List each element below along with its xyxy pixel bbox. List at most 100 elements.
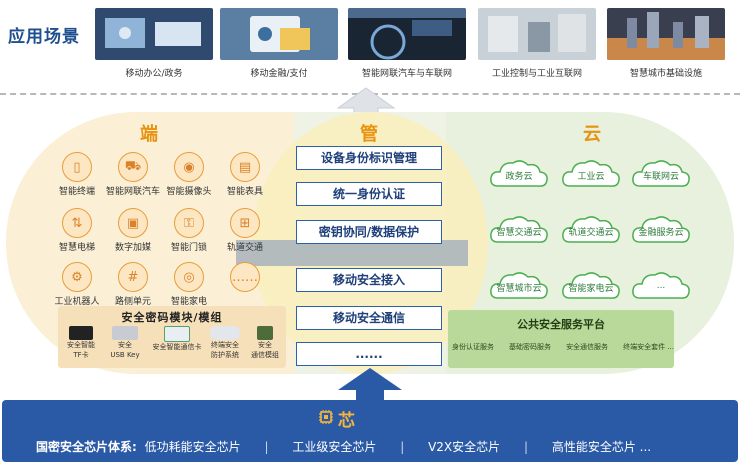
module-label: 通信模组 [251, 351, 279, 359]
platform-item: 身份认证服务 [452, 343, 494, 351]
cloud-more: ... [630, 268, 692, 304]
usb-key-icon [112, 326, 138, 340]
device-smart-lock: ⚿ 智能门锁 [160, 208, 218, 253]
cloud-label: 车联网云 [642, 172, 679, 182]
column-head-cloud: 云 [583, 124, 601, 145]
scenario-label: 智能网联汽车与车联网 [361, 69, 452, 79]
sim-card-icon [164, 326, 190, 342]
scenarios-title: 应用场景 [8, 27, 80, 47]
public-platform-box [448, 310, 674, 368]
platform-item: 基础密码服务 [509, 343, 552, 351]
device-smart-meter: ▤ 智能表具 [216, 152, 274, 197]
column-head-end: 端 [140, 124, 158, 145]
device-label: 智能摄像头 [166, 187, 212, 197]
divider: | [264, 440, 269, 454]
chip-type: V2X安全芯片 [428, 440, 501, 454]
public-platform-title: 公共安全服务平台 [517, 318, 605, 331]
device-label: 轨道交通 [226, 243, 263, 253]
device-more: …… [216, 262, 274, 292]
cloud-label: 轨道交通云 [568, 228, 614, 238]
cloud-label: 政务云 [505, 172, 533, 182]
phone-icon: ▯ [62, 152, 92, 182]
scenario-label: 移动金融/支付 [250, 69, 308, 79]
device-smart-camera: ◉ 智能摄像头 [160, 152, 218, 197]
chip-system-label: 国密安全芯片体系: [36, 440, 137, 454]
cloud-vehicle-network: 车联网云 [630, 156, 692, 192]
cloud-label: 智慧交通云 [496, 228, 542, 238]
scenario-label: 移动办公/政务 [125, 69, 183, 79]
cloud-label: 金融服务云 [638, 228, 684, 238]
divider: | [523, 440, 529, 454]
platform-item: 安全通信服务 [566, 343, 609, 351]
chip-band [2, 400, 738, 462]
scenario-label: 智慧城市基础设施 [629, 69, 702, 79]
column-head-manage: 管 [360, 124, 378, 145]
connection-band [236, 240, 468, 266]
cloud-industrial: 工业云 [560, 156, 622, 192]
robot-icon: ⚙ [62, 262, 92, 292]
module-comm-card: 安全智能通信卡 [148, 326, 206, 353]
cloud-smart-transport: 智慧交通云 [488, 212, 550, 248]
module-tf-card: 安全智能 TF卡 [58, 326, 104, 360]
chip-type: 低功耗能安全芯片 [144, 440, 241, 454]
device-label: 智能表具 [226, 187, 263, 197]
scenario-image-connected-car [348, 8, 466, 60]
manage-device-identity: 设备身份标识管理 [296, 146, 442, 170]
cloud-gov: 政务云 [488, 156, 550, 192]
device-label: 路侧单元 [114, 297, 151, 307]
module-label: 安全智能通信卡 [152, 343, 202, 351]
module-comm-module: 安全 通信模组 [242, 326, 288, 360]
module-label: 安全 [258, 341, 272, 349]
scenario-image-mobile-finance [220, 8, 338, 60]
chip-type: 高性能安全芯片 ... [551, 440, 652, 454]
device-rail-transit: ⊞ 轨道交通 [216, 208, 274, 253]
manage-unified-auth: 统一身份认证 [296, 182, 442, 206]
chip-icon [319, 410, 333, 424]
chip-module-icon [257, 326, 273, 340]
cloud-label: 工业云 [577, 172, 605, 182]
cloud-label: ... [656, 281, 666, 291]
module-label: 终端安全 [211, 341, 239, 349]
device-industrial-robot: ⚙ 工业机器人 [48, 262, 106, 307]
device-label: 智能终端 [58, 187, 95, 197]
device-label: 智能门锁 [170, 243, 207, 253]
scenario-image-industrial [478, 8, 596, 60]
manage-more: ...... [296, 342, 442, 366]
device-digital-media: ▣ 数字加媒 [104, 208, 162, 253]
chip-title: 芯 [338, 411, 355, 431]
security-module-title: 安全密码模块/模组 [121, 311, 223, 324]
train-icon: ⊞ [230, 208, 260, 238]
device-label: 智慧电梯 [58, 243, 95, 253]
elevator-icon: ⇅ [62, 208, 92, 238]
up-arrow-icon [338, 368, 402, 402]
module-label: 安全 [118, 341, 132, 349]
module-terminal-protection: 终端安全 防护系统 [202, 326, 248, 360]
cloud-rail-transit: 轨道交通云 [560, 212, 622, 248]
module-label: USB Key [110, 351, 140, 359]
cloud-label: 智能家电云 [568, 284, 614, 294]
device-connected-car: ⛟ 智能网联汽车 [104, 152, 162, 197]
device-smart-elevator: ⇅ 智慧电梯 [48, 208, 106, 253]
device-smart-appliance: ◎ 智能家电 [160, 262, 218, 307]
platform-item: 终端安全套件 ... [623, 343, 674, 351]
device-label: 智能家电 [170, 297, 207, 307]
cloud-smart-city: 智慧城市云 [488, 268, 550, 304]
shield-device-icon [210, 326, 240, 340]
device-label: 数字加媒 [114, 243, 151, 253]
camera-icon: ◉ [174, 152, 204, 182]
cloud-finance: 金融服务云 [630, 212, 692, 248]
device-roadside-unit: # 路侧单元 [104, 262, 162, 307]
cloud-label: 智慧城市云 [496, 284, 542, 294]
divider: | [400, 440, 405, 454]
scenario-image-smart-city [607, 8, 725, 60]
device-label: 智能网联汽车 [105, 187, 160, 197]
tf-card-icon [69, 326, 93, 340]
more-icon: …… [230, 262, 260, 292]
appliance-icon: ◎ [174, 262, 204, 292]
meter-icon: ▤ [230, 152, 260, 182]
lock-icon: ⚿ [174, 208, 204, 238]
public-platform-items: 身份认证服务 基础密码服务 安全通信服务 终端安全套件 ... [452, 342, 674, 356]
module-label: TF卡 [73, 351, 89, 359]
chip-type: 工业级安全芯片 [292, 440, 377, 454]
module-label: 安全智能 [67, 341, 95, 349]
